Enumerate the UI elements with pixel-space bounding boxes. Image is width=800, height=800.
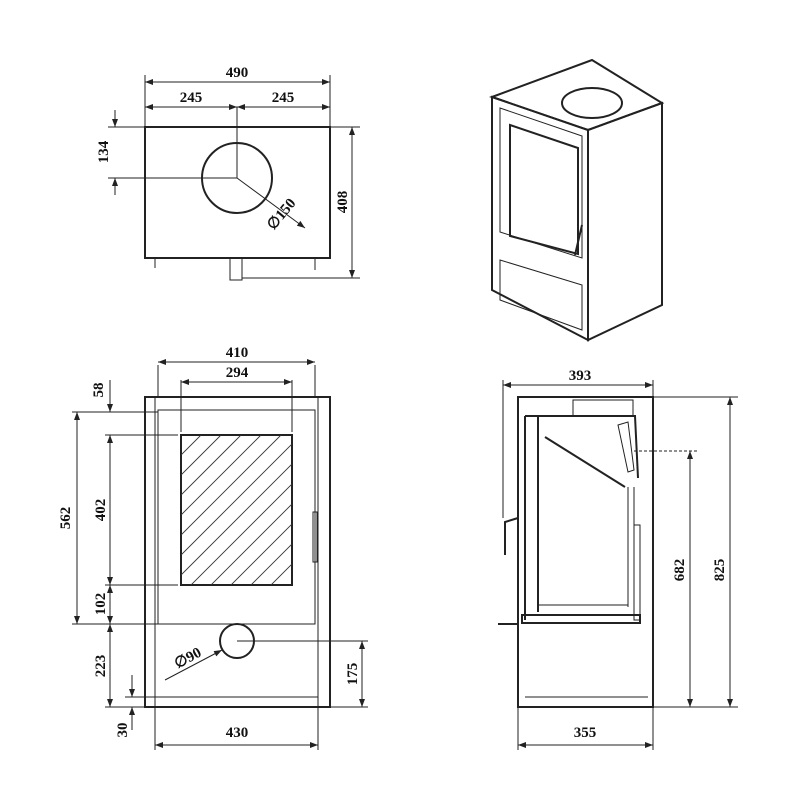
dim-562: 562 [58,507,74,530]
top-view: 490 245 245 134 408 ∅150 [96,65,360,281]
isometric-view [489,58,665,342]
flue-outlet-iso [561,87,623,119]
front-view: 410 294 58 562 402 102 223 30 430 ∅90 17… [58,345,368,750]
dim-102: 102 [93,593,109,616]
dim-490: 490 [226,65,249,81]
dim-diameter-150: ∅150 [264,196,299,234]
dim-430: 430 [226,725,249,741]
dim-30: 30 [115,723,131,738]
dim-58: 58 [91,383,107,398]
dim-223: 223 [93,655,109,678]
dim-245-left: 245 [180,90,203,106]
side-view: 393 825 682 355 [498,368,738,750]
dim-402: 402 [93,499,109,522]
glass-window-hatched [180,434,293,586]
dim-682: 682 [672,559,688,582]
dim-134: 134 [96,140,112,163]
dim-245-right: 245 [272,90,295,106]
dim-393: 393 [569,368,592,384]
dim-825: 825 [712,559,728,582]
dim-410: 410 [226,345,249,361]
dim-408: 408 [335,191,351,214]
dim-355: 355 [574,725,597,741]
dim-175: 175 [345,663,361,686]
dim-294: 294 [226,365,249,381]
